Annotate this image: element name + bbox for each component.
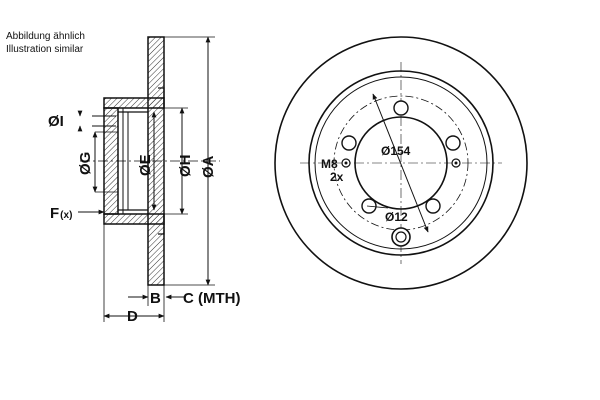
dim-label-i: ØI (48, 113, 64, 130)
thread-count-label: 2x (330, 170, 344, 184)
dim-label-f: F(x) (50, 205, 72, 222)
dim-label-g: ØG (77, 152, 94, 175)
bolt-hole (425, 198, 441, 214)
dim-label-b: B (150, 290, 161, 307)
outer-diameter-circle (274, 36, 528, 290)
dim-label-d: D (127, 308, 138, 325)
note-illustration-en: Illustration similar (6, 44, 84, 55)
dim-label-c: C (MTH) (183, 290, 240, 307)
bolt-hole (341, 135, 357, 151)
dim-label-e: ØE (137, 154, 154, 176)
bolt-hole (445, 135, 461, 151)
dim-label-a: ØA (200, 155, 217, 178)
note-illustration-de: Abbildung ähnlich (6, 31, 85, 42)
hat-top-wall (103, 97, 165, 109)
hat-bottom-wall (103, 213, 165, 225)
side-section-view: ØI ØG ØE ØH ØA F(x) (48, 36, 240, 325)
bolt-hole (393, 100, 409, 116)
pcd-label: Ø154 (381, 144, 411, 158)
hole-diameter-label: Ø12 (385, 210, 408, 224)
front-view: Ø154 Ø12 M8 2x (274, 36, 528, 290)
thread-label: M8 (321, 157, 338, 171)
dim-label-h: ØH (177, 155, 194, 178)
